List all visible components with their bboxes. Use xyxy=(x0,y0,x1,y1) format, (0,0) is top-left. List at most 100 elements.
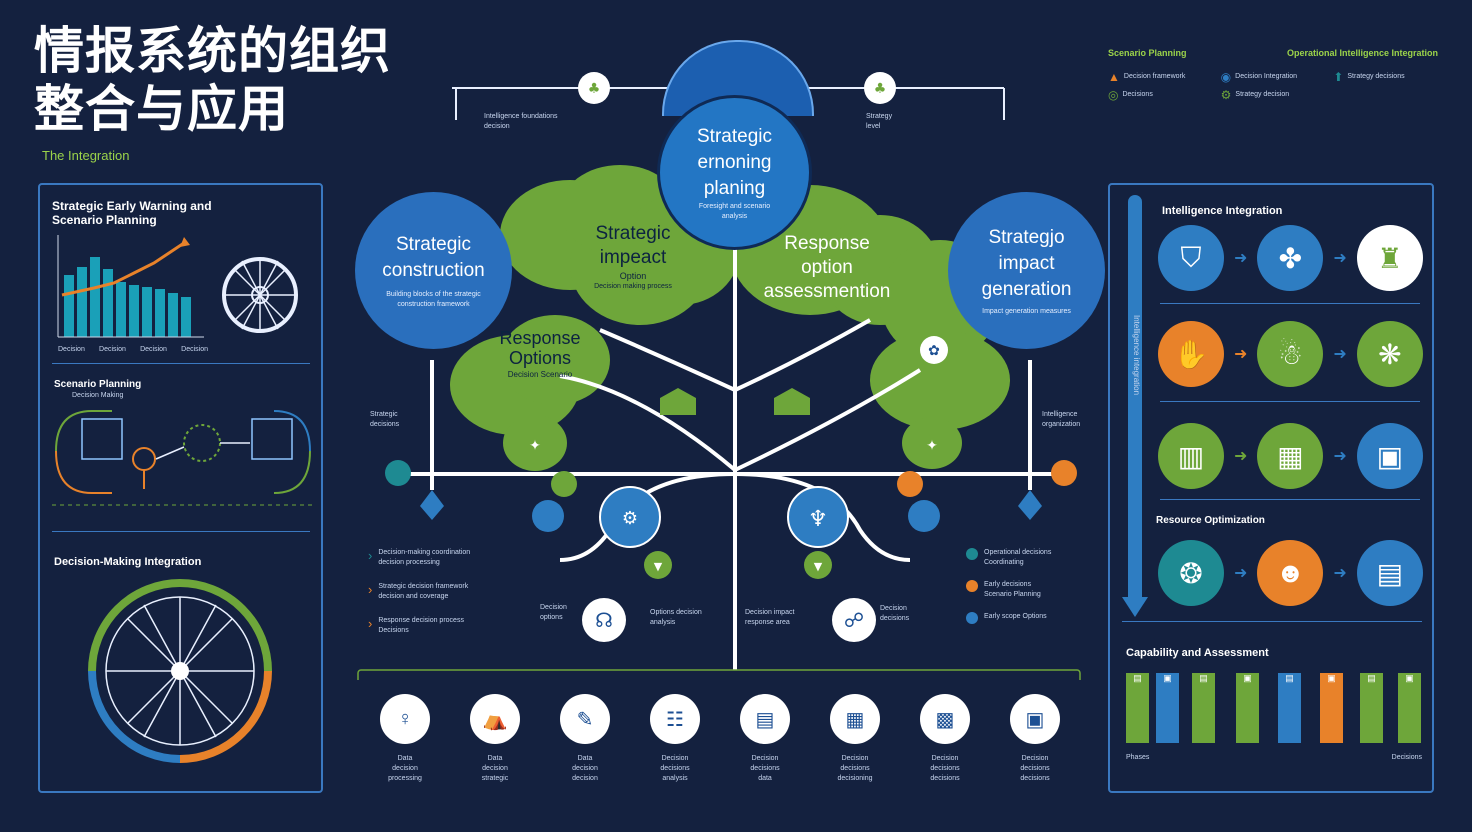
globe-icon: ◉ xyxy=(1220,70,1232,84)
left-section1-title: Strategic Early Warning and Scenario Pla… xyxy=(52,199,212,227)
arrow-right-icon: ➜ xyxy=(1333,565,1347,582)
warning-icon: ▲ xyxy=(1108,70,1120,84)
bottom-item-label: decision xyxy=(482,765,508,772)
people-icon: ☻ xyxy=(1257,540,1324,606)
left-note-line1: Strategic xyxy=(370,411,398,418)
chart-labels: Decision Decision Decision Decision xyxy=(58,345,208,355)
top-left-note-line2: decision xyxy=(484,123,510,130)
arrow-right-icon: ➜ xyxy=(1234,250,1248,267)
legend-sub: Decisions xyxy=(378,627,409,634)
top-left-note: Intelligence foundations decision xyxy=(484,112,558,132)
cloud1-sub: Option xyxy=(619,271,647,281)
capability-bar: ▤ xyxy=(1360,673,1383,743)
right-section1-title: Intelligence Integration xyxy=(1162,205,1283,217)
bottom-item-label: Data xyxy=(577,755,593,762)
top-right-note-line1: Strategy xyxy=(866,113,893,120)
right-note-line1: Intelligence xyxy=(1042,411,1078,418)
cloud-response-options: Response Options Decision Scenario xyxy=(478,328,602,382)
divider xyxy=(52,531,310,532)
page-subtitle: The Integration xyxy=(42,148,130,163)
trend-arrow-icon xyxy=(180,237,190,247)
cloud3-sub: Decision Scenario xyxy=(507,370,573,379)
capability-label: Phases xyxy=(1126,754,1150,761)
legend-item: ▲Decision framework xyxy=(1108,70,1213,84)
capability-bar: ▤ xyxy=(1192,673,1215,743)
legend-headers: Scenario Planning Operational Intelligen… xyxy=(1108,48,1438,58)
legend-sub: Scenario Planning xyxy=(984,591,1041,598)
chart-label: Decision xyxy=(99,346,126,353)
legend-grid: ▲Decision framework ◉Decision Integratio… xyxy=(1108,70,1438,101)
top-circle-line2: ernoning xyxy=(697,151,772,173)
chart-label: Decision xyxy=(140,346,167,353)
capability-bar: ▤ xyxy=(1126,673,1149,743)
scenario-network-diagram xyxy=(52,410,314,506)
cloud2-line1: Response xyxy=(784,233,870,254)
arrow-right-icon: ➜ xyxy=(1234,448,1248,465)
mid-label-line2: response area xyxy=(745,619,790,626)
svg-text:✦: ✦ xyxy=(926,438,938,454)
bottom-item-label: Decision xyxy=(661,755,689,762)
bottom-item-icon: ♀ xyxy=(380,694,430,744)
capability-bars: ▤ ▣ ▤ ▣ ▤ ▣ ▤ ▣ xyxy=(1126,671,1424,743)
page-title: 情报系统的组织 整合与应用 xyxy=(34,22,391,138)
arrow-right-icon: ➜ xyxy=(1234,565,1248,582)
legend-text: Response decision process xyxy=(378,617,464,624)
bottom-item-icon: ▣ xyxy=(1010,694,1060,744)
legend-header2: Operational Intelligence Integration xyxy=(1286,48,1438,58)
capability-bar: ▤ xyxy=(1278,673,1301,743)
left-bar-chart xyxy=(57,235,204,338)
cluster-icon: ❋ xyxy=(1356,321,1423,387)
bottom-item-icon: ☷ xyxy=(650,694,700,744)
svg-text:♣: ♣ xyxy=(588,81,601,97)
legend-header1: Scenario Planning xyxy=(1108,48,1187,58)
legend-text: Strategy decisions xyxy=(1347,73,1405,80)
legend-item: ◎Decisions xyxy=(1108,89,1213,101)
left-section1-title-line2: Scenario Planning xyxy=(52,213,157,227)
report-icon: ▤ xyxy=(1356,540,1423,606)
legend-sub: decision and coverage xyxy=(378,593,449,600)
radar-wheel-icon xyxy=(222,257,298,333)
vertical-arrow xyxy=(1128,195,1142,605)
svg-text:▼: ▼ xyxy=(654,560,663,573)
legend-item: ⬆Strategy decisions xyxy=(1333,71,1438,83)
top-circle-line3: planing xyxy=(703,177,766,199)
right-row-3: ▥ ➜ ▦ ➜ ▣ xyxy=(1158,423,1423,489)
arrow-right-icon: ➜ xyxy=(1333,346,1347,363)
right-row-1: ⛉ ➜ ✤ ➜ ♜ xyxy=(1158,225,1423,291)
svg-text:✦: ✦ xyxy=(529,438,541,454)
chevron-right-icon: › xyxy=(368,548,373,563)
legend-text: Operational decisions xyxy=(984,549,1052,556)
right-section2-title: Resource Optimization xyxy=(1156,515,1265,526)
legend-text: Decisions xyxy=(1122,91,1153,98)
right-note: Intelligence organization xyxy=(1042,410,1080,430)
legend-text: Strategy decision xyxy=(1235,91,1290,98)
decision-wheel-diagram xyxy=(88,579,272,763)
bottom-item-icon: ▤ xyxy=(740,694,790,744)
chart-bar xyxy=(64,275,74,337)
capability-bar: ▣ xyxy=(1398,673,1421,743)
capability-bar: ▣ xyxy=(1320,673,1343,743)
legend-item: Early scope Options xyxy=(966,612,1096,624)
chart-bar xyxy=(103,269,113,337)
title-line-2: 整合与应用 xyxy=(34,80,289,138)
bottom-item-label: Decision xyxy=(841,755,869,762)
right-impact-circle: Strategjo impact generation Impact gener… xyxy=(948,192,1105,349)
top-left-note-line1: Intelligence foundations xyxy=(484,113,558,120)
bottom-item-label: decisions xyxy=(750,765,780,772)
left-circle-line1: Strategic xyxy=(396,233,471,255)
svg-text:⚙: ⚙ xyxy=(622,508,638,529)
bottom-item-label: Decision xyxy=(931,755,959,762)
arrow-down-icon xyxy=(1122,597,1148,617)
